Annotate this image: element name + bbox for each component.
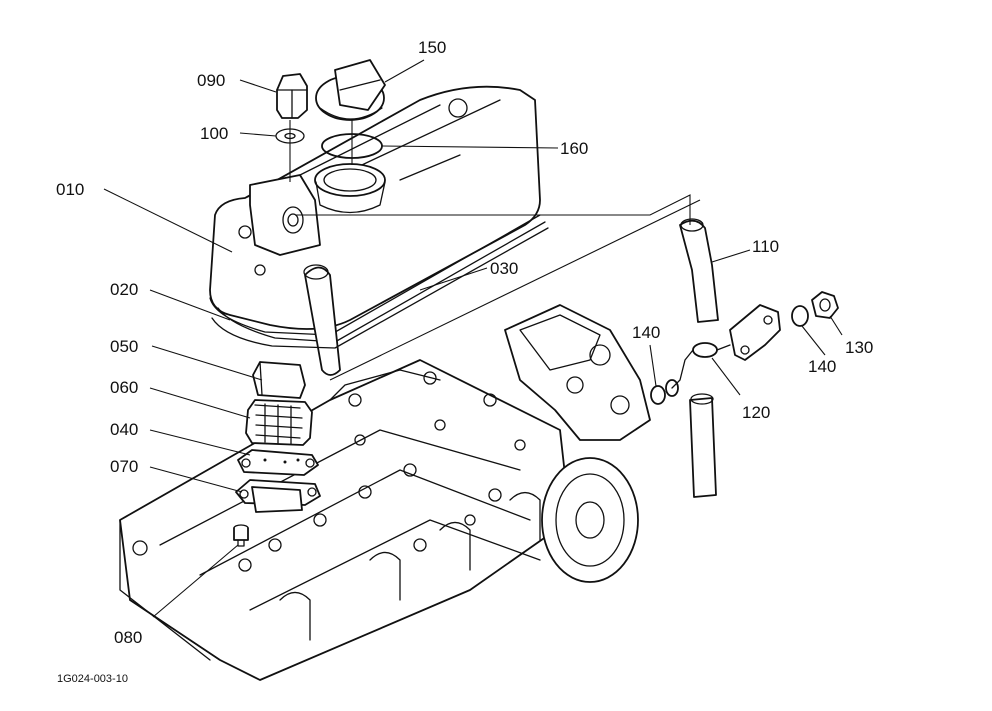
hex-nut [811, 291, 839, 319]
breather-gasket [235, 479, 321, 513]
callout-090: 090 [197, 71, 225, 90]
cylinder-head [119, 359, 571, 681]
washer-left-2 [665, 379, 679, 397]
washer-right [791, 305, 809, 327]
bolt [233, 524, 249, 547]
callout-160: 160 [560, 139, 588, 158]
callout-070: 070 [110, 457, 138, 476]
head-cover-gasket [211, 227, 549, 349]
callout-110: 110 [752, 237, 779, 256]
breather-hose [679, 218, 719, 498]
drawing-code: 1G024-003-10 [57, 673, 128, 685]
callout-140-left: 140 [632, 323, 660, 342]
breather-plate [237, 449, 319, 476]
callout-130: 130 [845, 338, 873, 357]
callout-080: 080 [114, 628, 142, 647]
callout-050: 050 [110, 337, 138, 356]
hose-clamp [671, 342, 731, 389]
callout-140-right: 140 [808, 357, 836, 376]
callout-060: 060 [110, 378, 138, 397]
callout-labels: 010 020 030 050 060 040 070 080 090 100 … [56, 38, 873, 647]
washer-left [650, 385, 666, 405]
oil-filler-cap [315, 59, 386, 121]
leader-lines [103, 59, 843, 618]
breather-element [245, 399, 313, 446]
bracket [729, 304, 781, 361]
callout-150: 150 [418, 38, 446, 57]
callout-030: 030 [490, 259, 518, 278]
assembly-lines [289, 120, 701, 381]
callout-020: 020 [110, 280, 138, 299]
cap-nut [276, 73, 308, 119]
callout-120: 120 [742, 403, 770, 422]
front-housing [504, 304, 651, 583]
head-cover [209, 85, 546, 376]
breather-cover [252, 361, 306, 399]
callout-040: 040 [110, 420, 138, 439]
callout-100: 100 [200, 124, 228, 143]
callout-010: 010 [56, 180, 84, 199]
